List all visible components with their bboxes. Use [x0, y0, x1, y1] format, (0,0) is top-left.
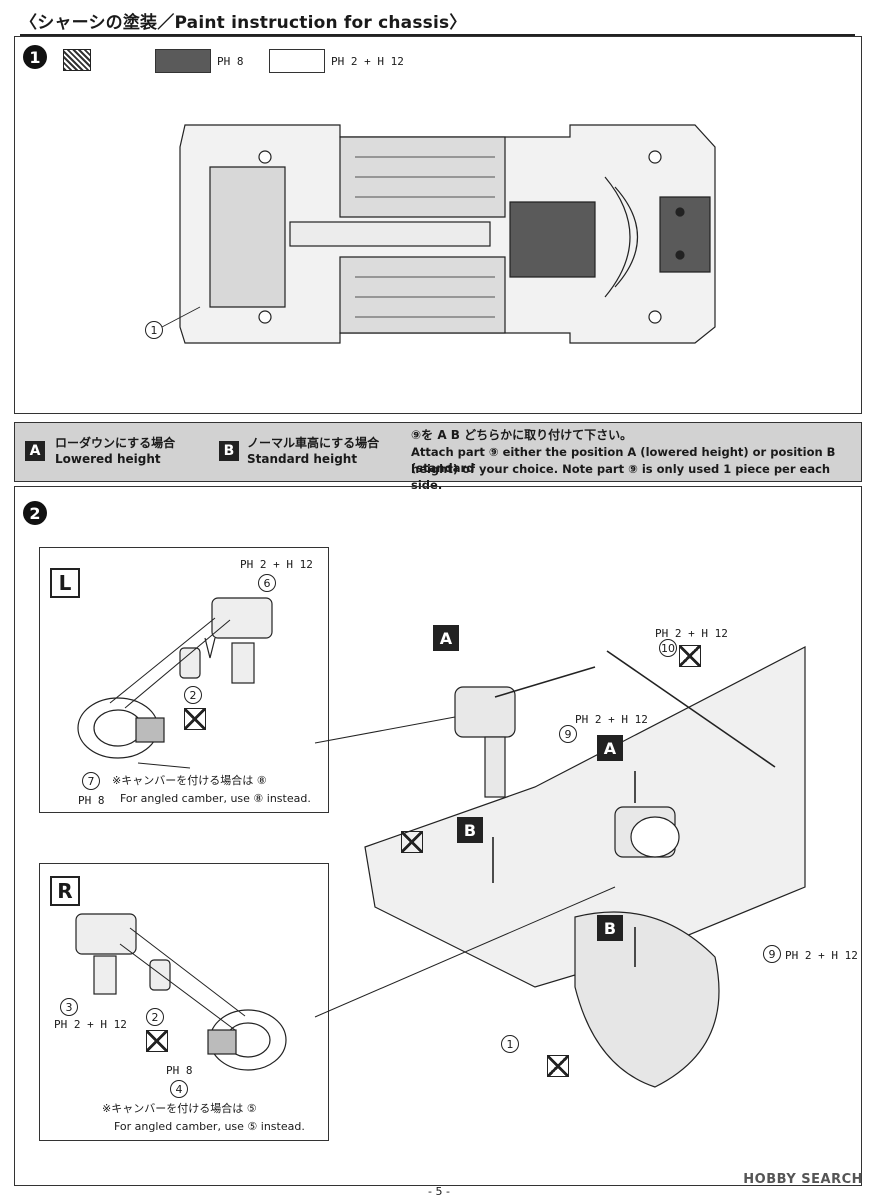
position-a-en: Lowered height — [55, 452, 161, 466]
no-glue-icon — [146, 1030, 168, 1052]
paint-instruction-icon — [63, 49, 91, 71]
attach-note-en-1: Attach part ⑨ either the position A (low… — [411, 445, 836, 475]
main-paint-9-lower: PH 2 + H 12 — [785, 949, 858, 962]
right-camber-note-jp: ※キャンバーを付ける場合は ⑤ — [102, 1102, 257, 1115]
left-part-2: 2 — [184, 686, 202, 704]
step2-panel: 2 L PH 2 + H 12 6 2 7 PH 8 ※キャンバ — [14, 486, 862, 1186]
suspension-assembly-drawing — [314, 646, 806, 1088]
right-upright-drawing — [75, 913, 287, 1071]
main-part-9-upper: 9 — [559, 725, 577, 743]
main-part-9-lower: 9 — [763, 945, 781, 963]
main-paint-10: PH 2 + H 12 — [655, 627, 728, 640]
left-camber-note-jp: ※キャンバーを付ける場合は ⑧ — [112, 774, 267, 787]
title-rule — [20, 34, 855, 36]
main-position-a-lower: A — [597, 735, 623, 761]
step1-panel: 1 PH 8 PH 2 + H 12 — [14, 36, 862, 414]
watermark: HOBBY SEARCH — [743, 1172, 863, 1187]
position-b-label: B — [219, 441, 239, 461]
main-paint-9-upper: PH 2 + H 12 — [575, 713, 648, 726]
swatch-ph2-h12-code: PH 2 + H 12 — [331, 55, 404, 68]
left-paint-top: PH 2 + H 12 — [240, 558, 313, 571]
page-title: 〈シャーシの塗装／Paint instruction for chassis〉 — [20, 13, 467, 33]
right-paint-rotor: PH 8 — [166, 1064, 193, 1077]
right-side-inset: R 3 PH 2 + H 12 2 PH 8 4 ※キャンバーを付ける場合は ⑤… — [39, 863, 329, 1141]
right-part-2: 2 — [146, 1008, 164, 1026]
right-side-letter: R — [50, 876, 80, 906]
no-glue-icon — [184, 708, 206, 730]
position-b-en: Standard height — [247, 452, 358, 466]
step1-badge: 1 — [23, 45, 47, 69]
main-part-10: 10 — [659, 639, 677, 657]
no-glue-icon — [679, 645, 701, 667]
swatch-ph2-h12 — [269, 49, 325, 73]
part-1-callout: 1 — [145, 321, 163, 339]
right-part-3: 3 — [60, 998, 78, 1016]
no-glue-icon — [547, 1055, 569, 1077]
step2-badge: 2 — [23, 501, 47, 525]
main-part-1: 1 — [501, 1035, 519, 1053]
no-glue-icon — [401, 831, 423, 853]
right-part-4: 4 — [170, 1080, 188, 1098]
height-instruction-band: A ローダウンにする場合 Lowered height B ノーマル車高にする場… — [14, 422, 862, 492]
right-paint-top: PH 2 + H 12 — [54, 1018, 127, 1031]
left-camber-note-en: For angled camber, use ⑧ instead. — [120, 792, 311, 805]
position-a-label: A — [25, 441, 45, 461]
left-side-letter: L — [50, 568, 80, 598]
position-b-jp: ノーマル車高にする場合 — [247, 436, 380, 450]
left-side-inset: L PH 2 + H 12 6 2 7 PH 8 ※キャンバーを付ける場合は ⑧ — [39, 547, 329, 813]
chassis-top-view-drawing — [161, 124, 716, 344]
left-part-6: 6 — [258, 574, 276, 592]
attach-note-en-2: height) of your choice. Note part ⑨ is o… — [411, 462, 831, 492]
left-upright-drawing — [77, 597, 273, 769]
left-paint-rotor: PH 8 — [78, 794, 105, 807]
position-a-jp: ローダウンにする場合 — [55, 436, 176, 450]
main-position-b-lower: B — [597, 915, 623, 941]
right-camber-note-en: For angled camber, use ⑤ instead. — [114, 1120, 305, 1133]
left-part-7: 7 — [82, 772, 100, 790]
main-position-a-upper: A — [433, 625, 459, 651]
swatch-ph8-code: PH 8 — [217, 55, 244, 68]
attach-note-jp: ⑨を A B どちらかに取り付けて下さい。 — [411, 428, 633, 442]
swatch-ph8 — [155, 49, 211, 73]
page-number: - 5 - — [428, 1185, 450, 1198]
main-position-b-upper: B — [457, 817, 483, 843]
